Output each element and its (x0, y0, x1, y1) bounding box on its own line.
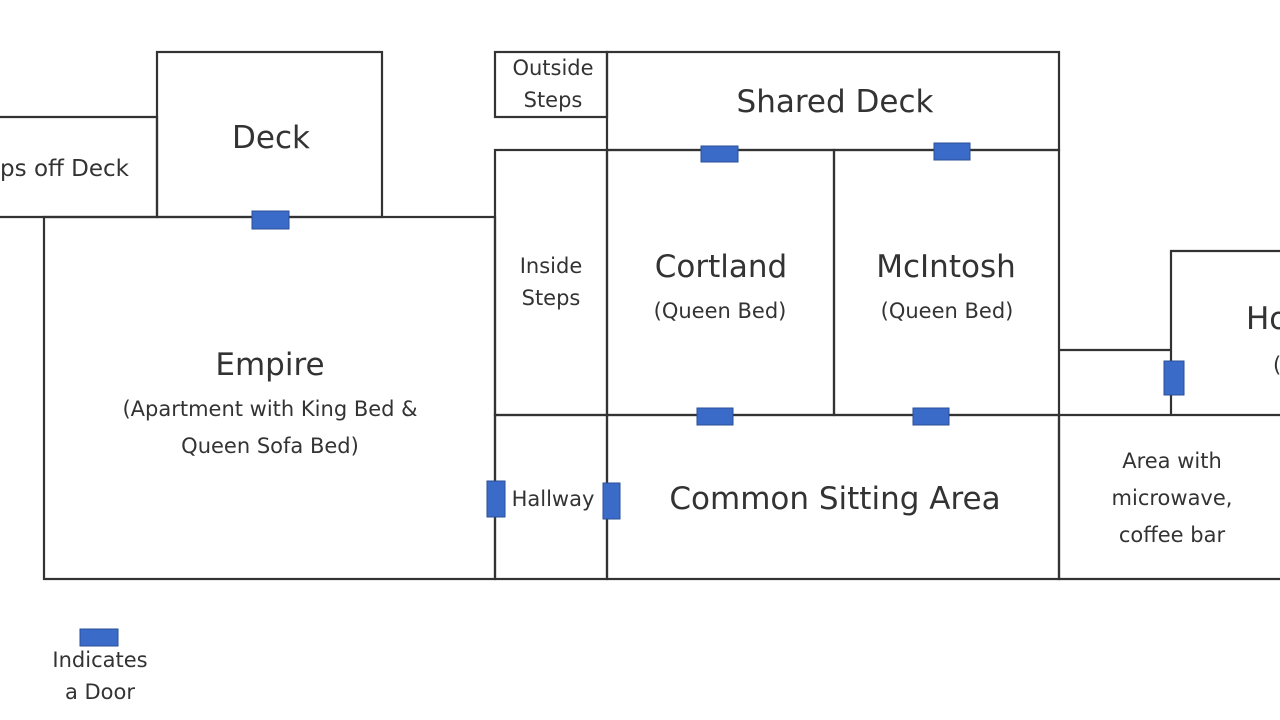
mcintosh-label: McIntosh (876, 249, 1016, 285)
cortland-label: Cortland (655, 249, 787, 285)
common-sitting-label: Common Sitting Area (669, 481, 1000, 517)
partial-room-label: Ho (1246, 301, 1280, 337)
labels: Steps off Deck Deck Outside Steps Shared… (0, 56, 1280, 704)
kitchenette-outline (1057, 413, 1280, 581)
empire-label: Empire (215, 347, 324, 383)
outside-steps-label-1: Outside (512, 56, 593, 80)
cortland-bed-label: (Queen Bed) (654, 299, 787, 323)
kitchenette-label-1: Area with (1122, 449, 1222, 473)
kitchenette-label-3: coffee bar (1119, 523, 1226, 547)
legend-label-1: Indicates (52, 648, 147, 672)
door-empire-deck[interactable] (251, 210, 290, 230)
legend-label-2: a Door (65, 680, 135, 704)
door-mcintosh-deck[interactable] (933, 142, 971, 161)
mcintosh-bed-label: (Queen Bed) (881, 299, 1014, 323)
door-cortland-deck[interactable] (700, 145, 739, 163)
legend-door-swatch (79, 628, 119, 647)
steps-off-deck-label: Steps off Deck (0, 156, 130, 182)
door-hallway-common[interactable] (602, 482, 621, 520)
deck-label: Deck (232, 120, 310, 156)
door-empire-hallway[interactable] (486, 480, 506, 518)
doors (79, 142, 1185, 647)
walls (0, 50, 1280, 581)
empire-desc-2: Queen Sofa Bed) (181, 434, 359, 458)
kitchenette-label-2: microwave, (1112, 486, 1233, 510)
outside-steps-label-2: Steps (524, 88, 583, 112)
partial-room-bed: ( (1273, 353, 1280, 377)
inside-steps-label-1: Inside (520, 254, 583, 278)
inside-steps-room (493, 148, 609, 417)
partial-room-outline (1169, 249, 1280, 415)
shared-deck-label: Shared Deck (737, 84, 934, 120)
door-cortland-common[interactable] (696, 407, 734, 426)
empire-desc-1: (Apartment with King Bed & (122, 397, 417, 421)
door-partial-room[interactable] (1163, 360, 1185, 396)
door-mcintosh-common[interactable] (912, 407, 950, 426)
inside-steps-label-2: Steps (522, 286, 581, 310)
hallway-label: Hallway (512, 487, 595, 511)
